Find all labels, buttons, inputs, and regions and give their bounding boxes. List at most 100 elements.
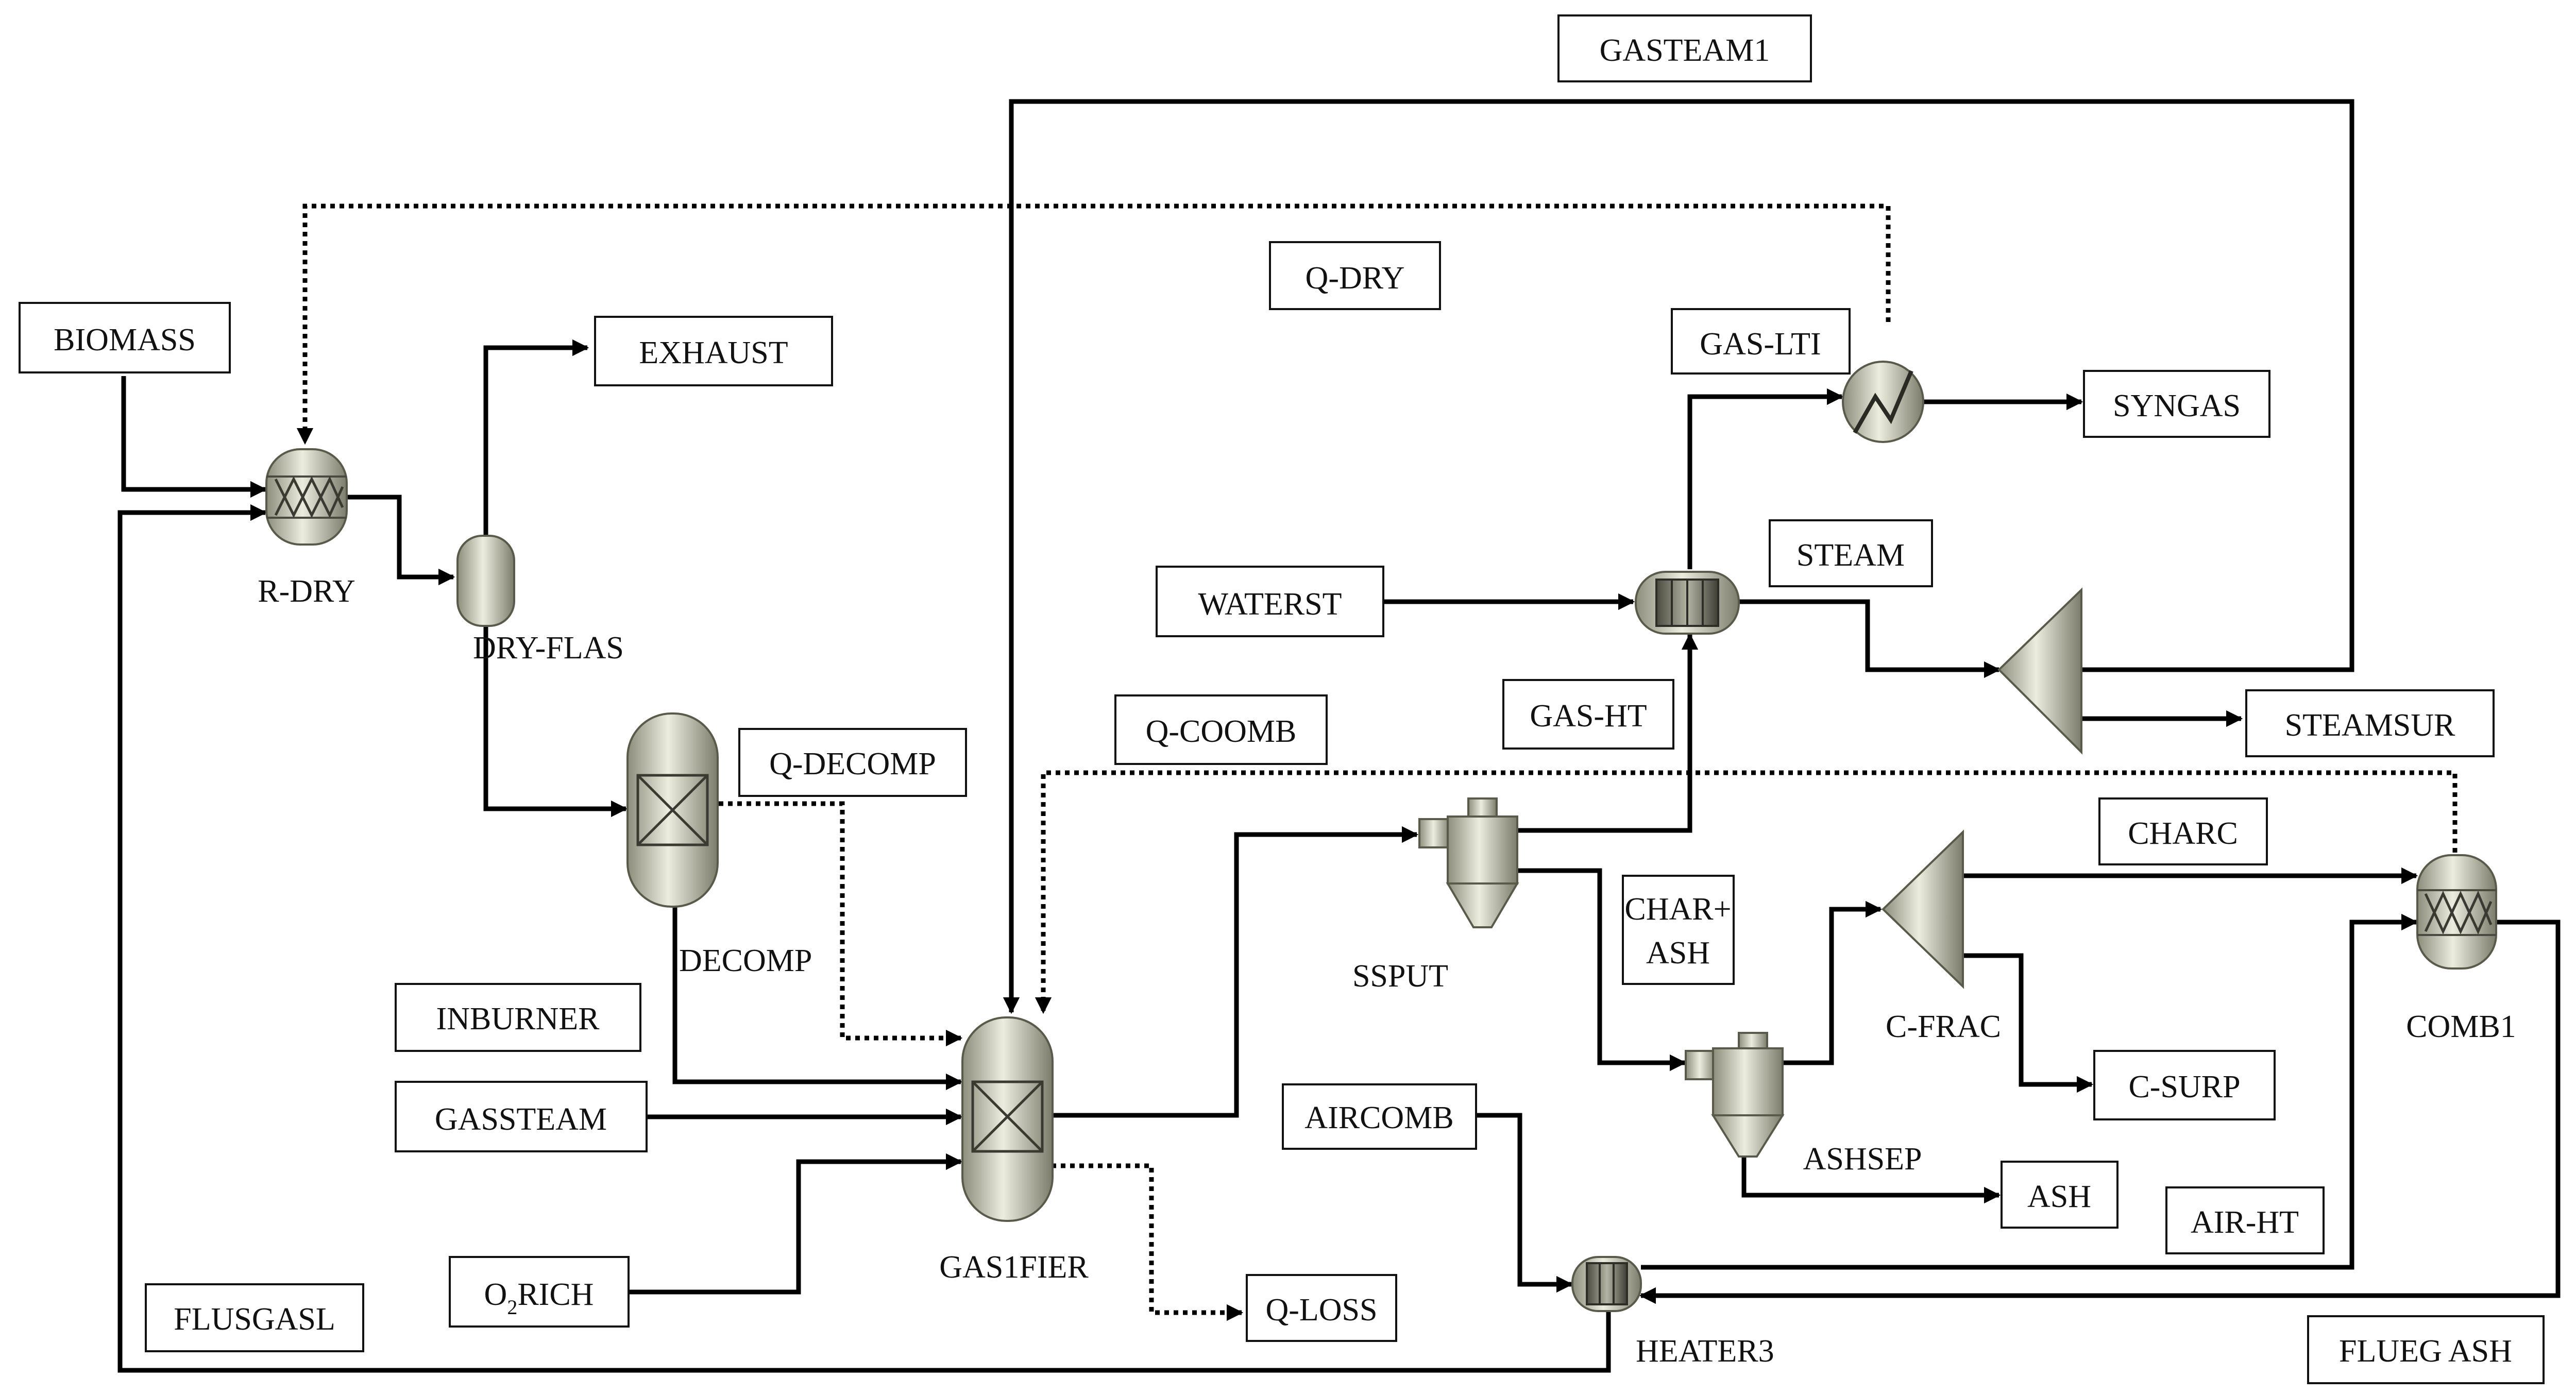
heat-q-coomb-line: [1035, 770, 2458, 1014]
stream-steam-line: [1739, 599, 2001, 678]
label-char-ash: CHAR+ ASH: [1622, 875, 1735, 985]
label-flueg-ash-text: FLUEG ASH: [2339, 1334, 2512, 1369]
heat-q-loss-line: [1033, 1163, 1244, 1321]
label-o2rich-o: O: [484, 1277, 507, 1312]
stream-ashsep-to-cfrac-line: [1772, 900, 1883, 1065]
label-exhaust: EXHAUST: [594, 316, 833, 386]
heat-q-dry-line: [296, 203, 1891, 445]
heat-q-decomp-line: [719, 801, 963, 1047]
label-syngas: SYNGAS: [2083, 370, 2270, 438]
label-waterst-text: WATERST: [1198, 587, 1342, 622]
label-gas-lti: GAS-LTI: [1671, 308, 1851, 375]
label-steam-text: STEAM: [1797, 538, 1905, 573]
label-waterst: WATERST: [1156, 566, 1384, 637]
label-o2rich-text: O2RICH: [484, 1277, 594, 1319]
stream-dryflas-to-decomp-line: [483, 618, 628, 818]
label-inburner: INBURNER: [395, 983, 641, 1052]
stream-exhaust-line: [483, 339, 589, 546]
stream-char-ash-line: [1517, 868, 1687, 1072]
label-air-ht-text: AIR-HT: [2191, 1205, 2299, 1240]
label-q-decomp-text: Q-DECOMP: [769, 746, 936, 781]
label-ash: ASH: [2001, 1161, 2119, 1229]
stream-gasteam1-line: [1003, 99, 2354, 1014]
comb1-reactor-icon: [2416, 854, 2497, 970]
label-charc-text: CHARC: [2128, 816, 2238, 851]
equipment: [265, 361, 2497, 1312]
stream-ash-line: [1741, 1151, 2001, 1204]
label-char-ash-text-2: ASH: [1646, 936, 1710, 971]
label-c-surp: C-SURP: [2093, 1050, 2276, 1120]
label-biomass-text: BIOMASS: [54, 322, 196, 358]
ashsep-cyclone-icon: [1685, 1032, 1785, 1158]
block-ssput-label: SSPUT: [1352, 959, 1448, 994]
label-gassteam-text: GASSTEAM: [435, 1102, 607, 1137]
heat-streams: [296, 203, 2458, 1321]
label-o2rich-rich: RICH: [517, 1277, 594, 1312]
label-charc: CHARC: [2098, 797, 2268, 865]
label-biomass: BIOMASS: [19, 302, 231, 373]
block-labels: R-DRY DRY-FLAS DECOMP GAS1FIER SSPUT ASH…: [258, 574, 2516, 1369]
steam-heat-exchanger-icon: [1635, 571, 1740, 635]
decomp-reactor-icon: [626, 712, 719, 908]
label-steamsur-text: STEAMSUR: [2285, 708, 2455, 743]
label-gasteam1: GASTEAM1: [1557, 14, 1812, 82]
stream-o2rich-line: [629, 1153, 963, 1295]
label-q-coomb-text: Q-COOMB: [1146, 714, 1297, 749]
label-q-loss: Q-LOSS: [1246, 1274, 1397, 1342]
stream-aircomb-line: [1476, 1113, 1573, 1293]
heater3-exchanger-icon: [1571, 1256, 1642, 1312]
ssput-cyclone-icon: [1418, 797, 1519, 928]
r-dry-reactor-icon: [265, 448, 348, 546]
dry-flas-drum-icon: [456, 535, 515, 627]
steam-splitter-icon: [1997, 587, 2082, 755]
label-o2rich-subscript: 2: [507, 1296, 517, 1319]
label-q-coomb: Q-COOMB: [1114, 694, 1328, 765]
label-aircomb-text: AIRCOMB: [1304, 1100, 1453, 1135]
label-steamsur: STEAMSUR: [2245, 689, 2495, 757]
gas-lti-cooler-icon: [1842, 361, 1924, 443]
stream-labels: GASTEAM1 BIOMASS EXHAUST Q-DRY GAS-LTI S…: [19, 14, 2545, 1384]
stream-decomp-to-gasifier-line: [672, 891, 963, 1091]
gasifier-reactor-icon: [961, 1016, 1054, 1222]
label-char-ash-text-1: CHAR+: [1624, 892, 1731, 927]
stream-rdry-to-dryflas-line: [348, 495, 455, 586]
label-q-dry-text: Q-DRY: [1306, 261, 1405, 296]
block-ashsep-label: ASHSEP: [1803, 1142, 1922, 1177]
label-q-loss-text: Q-LOSS: [1265, 1293, 1377, 1328]
stream-gas-ht-line: [1517, 633, 1699, 833]
label-syngas-text: SYNGAS: [2113, 388, 2241, 423]
label-q-dry: Q-DRY: [1269, 241, 1441, 310]
stream-flueg-ash-line: [1639, 920, 2561, 1304]
stream-lines: [117, 99, 2561, 1373]
label-inburner-text: INBURNER: [436, 1001, 600, 1036]
stream-air-ht-line: [1641, 913, 2418, 1270]
block-r-dry-label: R-DRY: [258, 574, 355, 609]
label-flusgasl-text: FLUSGASL: [174, 1302, 335, 1337]
label-air-ht: AIR-HT: [2165, 1186, 2325, 1254]
stream-gas-lti-line: [1687, 388, 1844, 569]
stream-c-surp-line: [1963, 953, 2094, 1093]
stream-gasifier-to-ssput-line: [1036, 826, 1419, 1118]
block-c-frac-label: C-FRAC: [1886, 1009, 2001, 1044]
stream-flusgasl-line: [117, 504, 1611, 1373]
label-flueg-ash: FLUEG ASH: [2307, 1315, 2545, 1384]
label-ash-text: ASH: [2027, 1179, 2091, 1214]
label-flusgasl: FLUSGASL: [145, 1283, 364, 1352]
block-heater3-label: HEATER3: [1636, 1334, 1774, 1369]
label-o2rich: O2RICH: [449, 1256, 630, 1328]
block-gasifier-label: GAS1FIER: [939, 1250, 1089, 1285]
label-gas-ht-text: GAS-HT: [1530, 699, 1647, 734]
label-q-decomp: Q-DECOMP: [738, 728, 967, 797]
c-frac-splitter-icon: [1882, 829, 1964, 989]
label-gassteam: GASSTEAM: [395, 1081, 648, 1152]
block-dry-flas-label: DRY-FLAS: [473, 631, 624, 666]
label-exhaust-text: EXHAUST: [639, 335, 788, 370]
label-steam: STEAM: [1769, 519, 1933, 587]
label-aircomb: AIRCOMB: [1282, 1083, 1477, 1150]
label-c-surp-text: C-SURP: [2128, 1069, 2240, 1104]
block-comb1-label: COMB1: [2406, 1009, 2516, 1044]
stream-biomass-line: [121, 376, 267, 498]
label-gas-ht: GAS-HT: [1502, 679, 1674, 750]
label-gasteam1-text: GASTEAM1: [1600, 33, 1770, 68]
